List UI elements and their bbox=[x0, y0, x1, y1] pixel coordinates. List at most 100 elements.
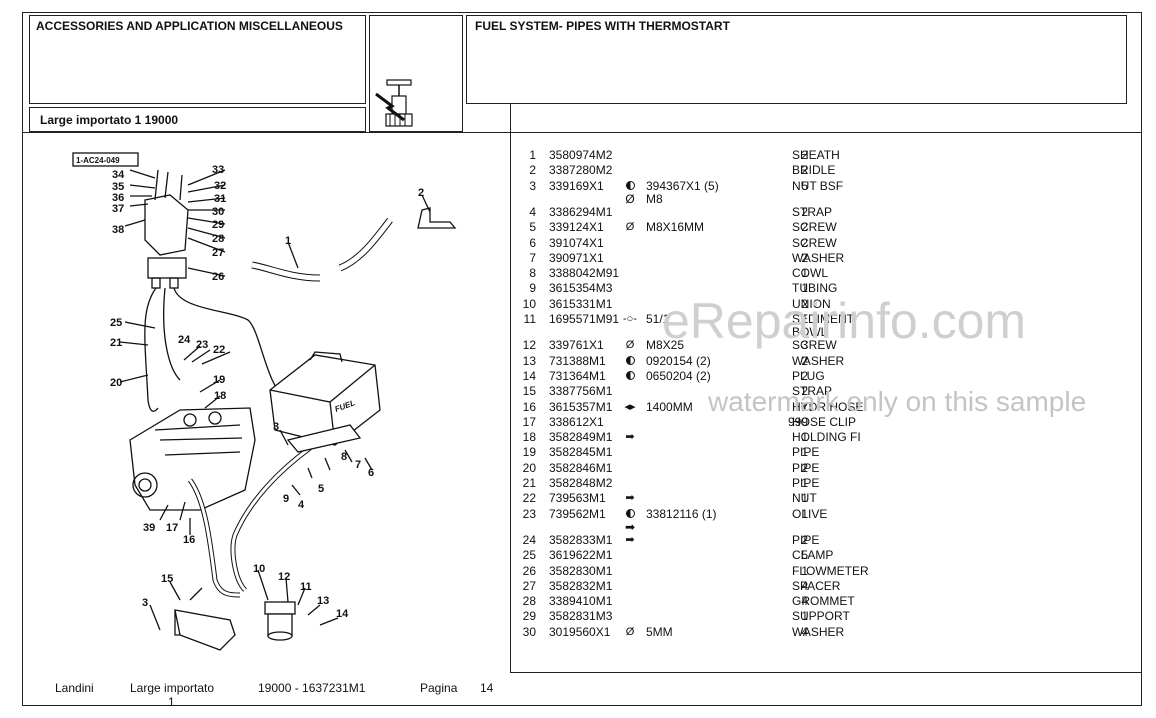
callout-2: 2 bbox=[418, 187, 424, 199]
part-symbol-icon: ◂▸ bbox=[624, 400, 636, 413]
part-description: OLIVE bbox=[792, 506, 828, 521]
part-description: STRAP bbox=[792, 384, 833, 399]
callout-28: 28 bbox=[212, 233, 224, 245]
callout-34: 34 bbox=[112, 169, 125, 181]
part-code: 3387756M1 bbox=[549, 384, 613, 399]
part-quantity: 1 bbox=[801, 563, 808, 578]
part-number-index: 15 bbox=[522, 384, 536, 399]
part-code: 3615357M1 bbox=[549, 399, 613, 414]
part-quantity: 999 bbox=[787, 414, 808, 429]
part-description: PIPE bbox=[792, 532, 820, 547]
callout-10: 10 bbox=[253, 563, 265, 575]
part-quantity: 4 bbox=[801, 624, 808, 639]
part-description: BOWL bbox=[792, 325, 828, 340]
part-quantity: 1 bbox=[801, 312, 808, 326]
part-quantity: 2 bbox=[801, 235, 808, 250]
part-code: 3582845M1 bbox=[549, 445, 613, 460]
footer-divider bbox=[510, 672, 1142, 673]
part-description: STRAP bbox=[792, 204, 833, 219]
part-number-index: 10 bbox=[522, 296, 536, 311]
callout-15: 15 bbox=[161, 573, 173, 585]
callout-31: 31 bbox=[214, 193, 226, 205]
part-number-index: 22 bbox=[522, 491, 536, 506]
part-number-index: 13 bbox=[522, 353, 536, 368]
part-quantity: 1 bbox=[801, 399, 808, 414]
footer-model: Large importato bbox=[130, 681, 215, 695]
part-code: 3582849M1 bbox=[549, 430, 613, 445]
callout-30: 30 bbox=[212, 206, 224, 218]
part-code: 739562M1 bbox=[549, 506, 606, 521]
part-quantity: 5 bbox=[801, 178, 808, 193]
part-number-index: 1 bbox=[529, 148, 536, 162]
part-description: COWL bbox=[792, 266, 828, 281]
header-divider bbox=[22, 132, 1142, 133]
part-quantity: 2 bbox=[801, 148, 808, 162]
part-quantity: 1 bbox=[801, 609, 808, 624]
footer-page-label: Pagina bbox=[420, 681, 458, 695]
half-circle-icon bbox=[623, 507, 637, 522]
part-quantity: 2 bbox=[801, 163, 808, 178]
diagram-ref-code: 1-AC24-049 bbox=[76, 156, 120, 165]
part-code: 3619622M1 bbox=[549, 548, 613, 563]
callout-32: 32 bbox=[214, 180, 226, 192]
part-number-index: 12 bbox=[522, 338, 536, 353]
part-description: HOLDING FI bbox=[792, 430, 861, 445]
callout-1: 1 bbox=[285, 235, 291, 247]
part-code: 739563M1 bbox=[549, 491, 606, 506]
part-quantity: 2 bbox=[801, 220, 808, 235]
part-description: CLAMP bbox=[792, 548, 834, 563]
footer-page-number: 14 bbox=[480, 681, 494, 695]
fuel-injector-icon bbox=[375, 79, 413, 127]
part-number-index: 17 bbox=[522, 414, 536, 429]
callout-35: 35 bbox=[112, 181, 124, 193]
callout-12: 12 bbox=[278, 571, 290, 583]
part-code: 3386294M1 bbox=[549, 204, 613, 219]
part-symbol-icon: ➡ bbox=[625, 492, 635, 505]
left-title: ACCESSORIES AND APPLICATION MISCELLANEOU… bbox=[36, 19, 343, 33]
part-code: 3582831M3 bbox=[549, 609, 613, 624]
callout-9: 9 bbox=[283, 493, 289, 505]
part-description: SCREW bbox=[792, 220, 837, 235]
diagram-callouts: 1-AC24-049 1 2 3 3 4 5 6 7 8 9 10 11 12 … bbox=[76, 156, 424, 620]
callout-3a: 3 bbox=[273, 421, 279, 433]
part-code: 3387280M2 bbox=[549, 163, 613, 178]
half-circle-icon bbox=[623, 354, 637, 369]
part-number-index: 23 bbox=[522, 506, 536, 521]
part-code: 3582848M2 bbox=[549, 476, 613, 490]
part-number-index: 19 bbox=[522, 445, 536, 460]
part-description: PLUG bbox=[792, 368, 825, 383]
part-symbol-icon: Ø bbox=[625, 339, 635, 352]
right-title-box bbox=[466, 15, 1127, 104]
part-number-index: 16 bbox=[522, 399, 536, 414]
callout-11: 11 bbox=[300, 581, 312, 593]
part-symbol-icon: ➡ bbox=[624, 519, 636, 534]
part-number-index: 26 bbox=[522, 563, 536, 578]
callout-33: 33 bbox=[212, 164, 224, 176]
part-code: 3580974M2 bbox=[549, 148, 613, 162]
part-reference: 0650204 (2) bbox=[646, 368, 711, 383]
part-number-index: 30 bbox=[522, 624, 536, 639]
model-label: Large importato 1 19000 bbox=[40, 113, 179, 127]
callout-8: 8 bbox=[341, 451, 347, 463]
part-description: UNION bbox=[792, 296, 831, 311]
model-label-box bbox=[29, 107, 366, 132]
column-divider bbox=[510, 104, 511, 672]
part-quantity: 2 bbox=[801, 296, 808, 311]
part-symbol-icon: Ø bbox=[625, 191, 635, 206]
part-code: 3019560X1 bbox=[549, 624, 611, 639]
part-number-index: 6 bbox=[529, 235, 536, 250]
part-number-index: 8 bbox=[529, 266, 536, 281]
half-circle-icon bbox=[623, 369, 637, 384]
part-code: 1695571M91 bbox=[549, 312, 620, 326]
part-code: 391074X1 bbox=[549, 235, 604, 250]
part-code: 3582830M1 bbox=[549, 563, 613, 578]
right-title: FUEL SYSTEM- PIPES WITH THERMOSTART bbox=[475, 19, 730, 33]
callout-3b: 3 bbox=[142, 597, 148, 609]
part-code: 3582832M1 bbox=[549, 578, 613, 593]
callout-36: 36 bbox=[112, 192, 124, 204]
callout-4: 4 bbox=[298, 499, 305, 511]
callout-21: 21 bbox=[110, 337, 122, 349]
part-code: 390971X1 bbox=[549, 250, 604, 265]
part-code: 339761X1 bbox=[549, 338, 604, 353]
part-description: HYDR HOSE bbox=[792, 399, 864, 414]
